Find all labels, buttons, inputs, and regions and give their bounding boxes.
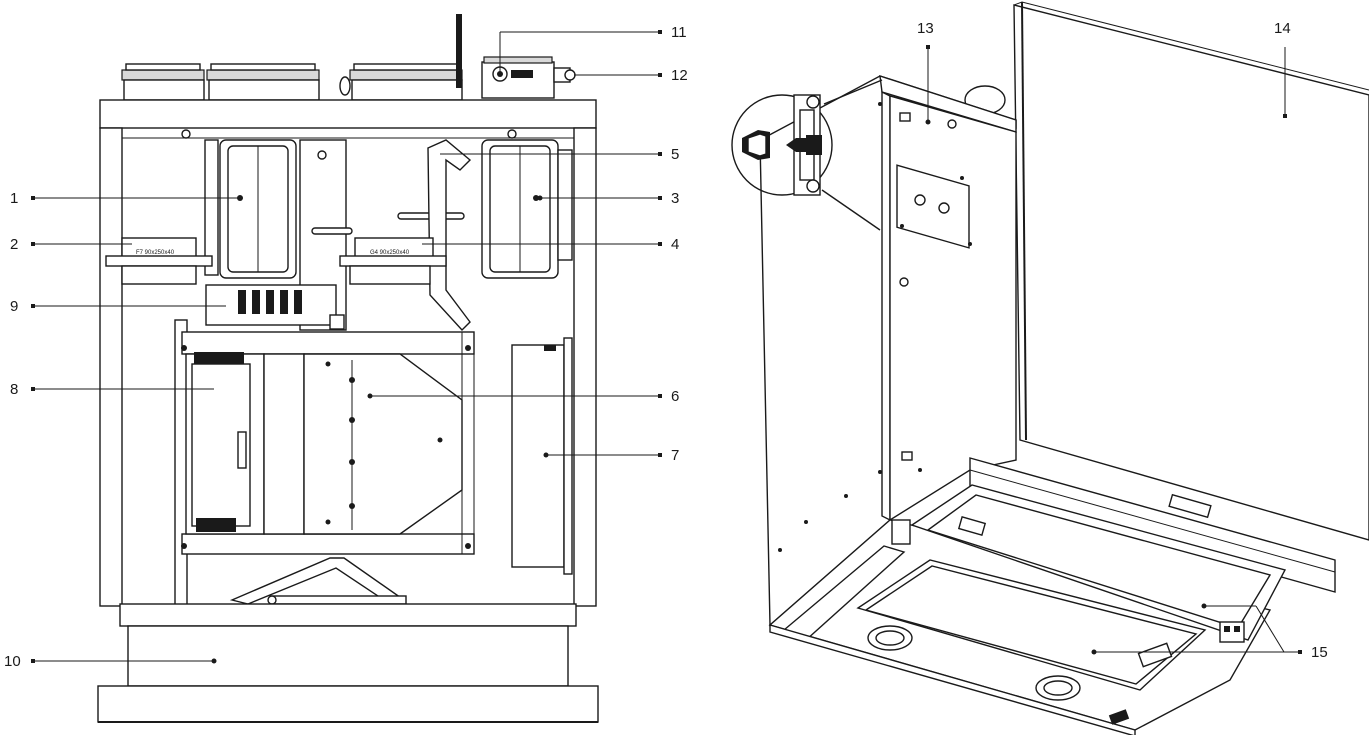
callout-1: 1 bbox=[10, 190, 18, 207]
callout-dots bbox=[31, 30, 1302, 664]
callout-leaders bbox=[33, 31, 1300, 662]
callout-5: 5 bbox=[671, 146, 679, 163]
bypass-duct bbox=[427, 139, 472, 332]
bottom-rail bbox=[119, 603, 577, 627]
base-compartment bbox=[127, 625, 569, 687]
filter-left: F7 90x250x40 bbox=[105, 237, 213, 285]
fan-left bbox=[204, 139, 297, 279]
iso-view bbox=[731, 1, 1369, 735]
callout-2: 2 bbox=[10, 236, 18, 253]
callout-12: 12 bbox=[671, 67, 688, 84]
callout-7: 7 bbox=[671, 447, 679, 464]
callout-3: 3 bbox=[671, 190, 679, 207]
callout-numbers: 1 2 9 8 10 3 4 5 6 7 11 12 13 14 15 bbox=[4, 20, 1328, 670]
heat-exchanger bbox=[303, 353, 463, 535]
left-post bbox=[99, 127, 123, 607]
callout-13: 13 bbox=[917, 20, 934, 37]
preheater bbox=[511, 337, 573, 575]
top-rail bbox=[99, 99, 597, 129]
filter-left-label: F7 90x250x40 bbox=[136, 250, 175, 256]
front-view: F7 90x250x40 G4 90x250x40 bbox=[97, 14, 599, 723]
control-box bbox=[456, 14, 576, 99]
callout-11: 11 bbox=[671, 24, 687, 41]
callout-8: 8 bbox=[10, 381, 18, 398]
callout-10: 10 bbox=[4, 653, 21, 670]
callout-9: 9 bbox=[10, 298, 18, 315]
electrical-block bbox=[205, 284, 345, 330]
callout-4: 4 bbox=[671, 236, 679, 253]
right-post bbox=[573, 127, 597, 607]
callout-6: 6 bbox=[671, 388, 679, 405]
filter-right-label: G4 90x250x40 bbox=[370, 250, 410, 256]
zoom-detail bbox=[731, 79, 883, 231]
callout-15: 15 bbox=[1311, 644, 1328, 661]
base-plinth bbox=[97, 685, 599, 723]
heat-exchanger-frame bbox=[174, 319, 475, 606]
fan-right bbox=[481, 139, 573, 279]
wall-panel bbox=[1013, 4, 1369, 541]
callout-14: 14 bbox=[1274, 20, 1291, 37]
filter-right: G4 90x250x40 bbox=[339, 237, 447, 285]
